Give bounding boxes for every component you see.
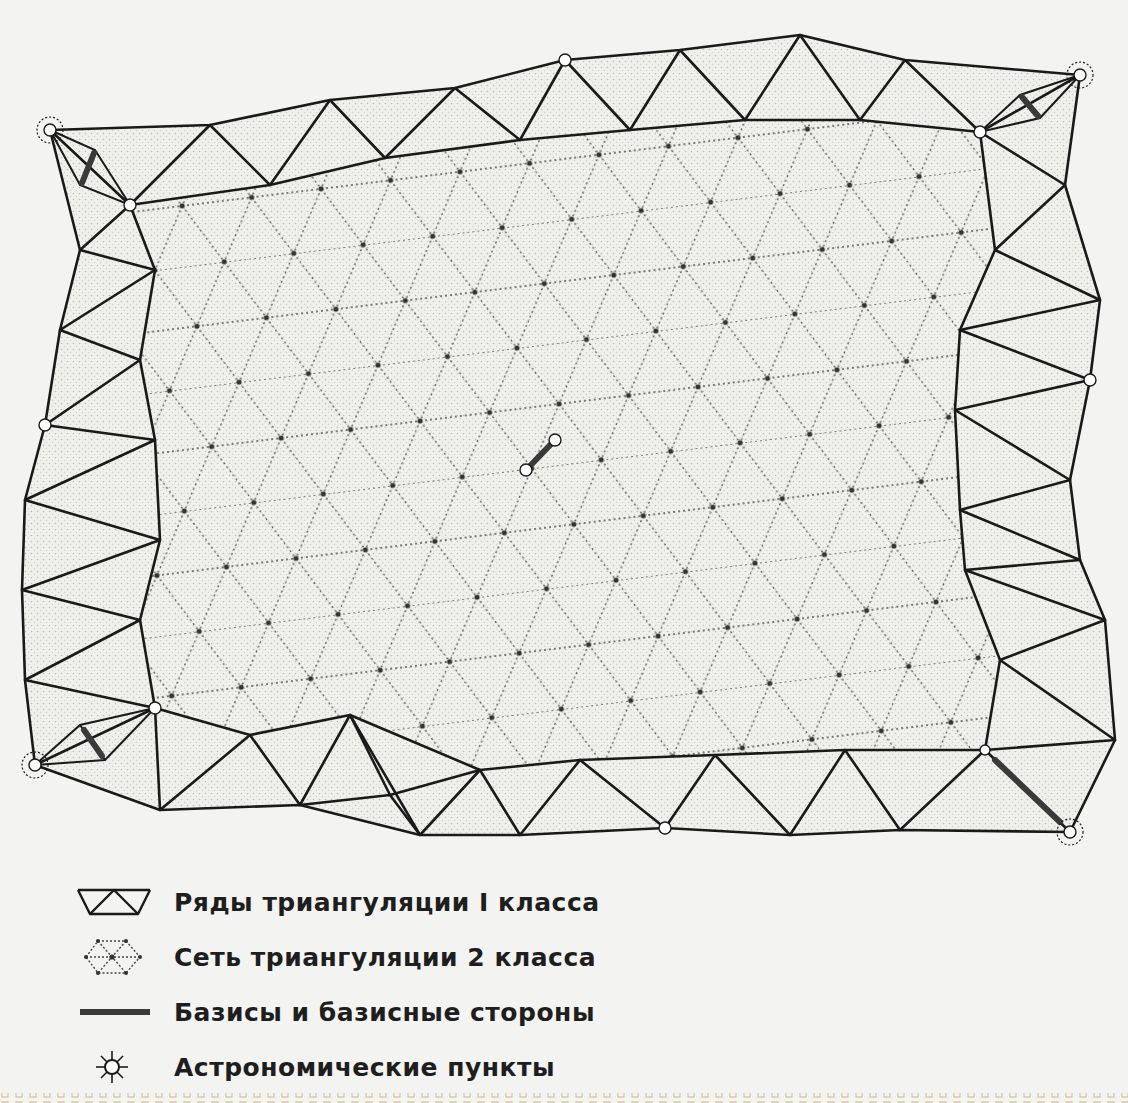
legend-swatch — [72, 880, 156, 924]
base-figures — [35, 75, 1080, 765]
legend-row: Ряды триангуляции I класса — [72, 880, 600, 924]
legend-swatch — [72, 935, 156, 979]
legend-text: Ряды триангуляции I класса — [174, 888, 600, 917]
base-lines — [82, 97, 1060, 822]
legend-swatch — [72, 1045, 156, 1089]
legend-text: Базисы и базисные стороны — [174, 998, 595, 1027]
legend-text: Астрономические пункты — [174, 1053, 555, 1082]
frame-border — [0, 1093, 1128, 1103]
astronomical-points — [22, 54, 1096, 845]
legend-row: Сеть триангуляции 2 класса — [72, 935, 596, 979]
legend-swatch — [72, 990, 156, 1034]
first-class-chains — [22, 35, 1115, 835]
second-class-network — [0, 0, 1128, 900]
legend-text: Сеть триангуляции 2 класса — [174, 943, 596, 972]
legend-row: Астрономические пункты — [72, 1045, 555, 1089]
legend-row: Базисы и базисные стороны — [72, 990, 595, 1034]
